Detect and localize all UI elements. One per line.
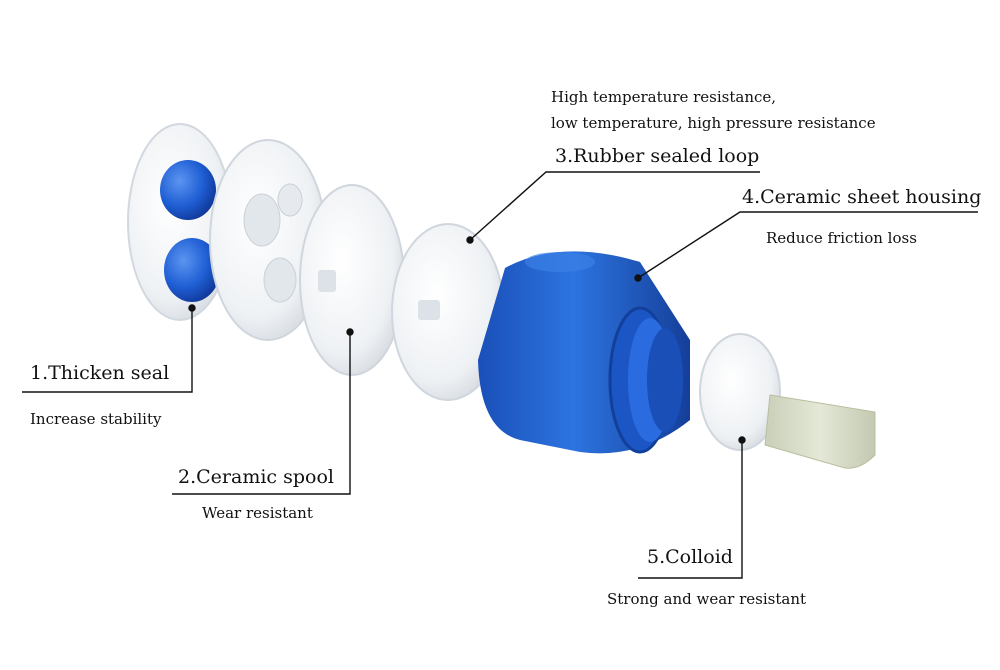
leader-ceramic-spool <box>172 332 351 495</box>
blue-seal-top <box>160 160 216 220</box>
part-ceramic-spool <box>299 184 405 376</box>
leader-ceramic-sheet-housing <box>637 211 978 279</box>
callout-3-note-line2: low temperature, high pressure resistanc… <box>551 114 876 132</box>
leader-rubber-sealed-loop <box>469 171 760 241</box>
callout-2-title: 2.Ceramic spool <box>178 466 334 488</box>
leader-thicken-seal <box>22 308 193 393</box>
part-colloid <box>699 333 876 469</box>
part-ceramic-disc <box>209 139 327 341</box>
part-ceramic-sheet-housing <box>478 251 690 454</box>
blue-seal-bottom <box>164 238 220 302</box>
callout-1-note: Increase stability <box>30 410 162 428</box>
callout-3-title: 3.Rubber sealed loop <box>555 145 760 167</box>
leader-colloid <box>638 440 743 579</box>
callout-5-title: 5.Colloid <box>647 546 733 568</box>
part-thicken-seal <box>127 123 233 321</box>
callout-1-title: 1.Thicken seal <box>30 362 170 384</box>
part-rubber-sealed-loop <box>391 223 505 401</box>
callout-5-note: Strong and wear resistant <box>607 590 807 608</box>
leader-lines <box>22 171 978 579</box>
callout-3-note-line1: High temperature resistance, <box>551 88 777 106</box>
callout-2-note: Wear resistant <box>202 504 313 522</box>
callout-4-note: Reduce friction loss <box>766 229 917 247</box>
callout-4-title: 4.Ceramic sheet housing <box>742 186 982 208</box>
